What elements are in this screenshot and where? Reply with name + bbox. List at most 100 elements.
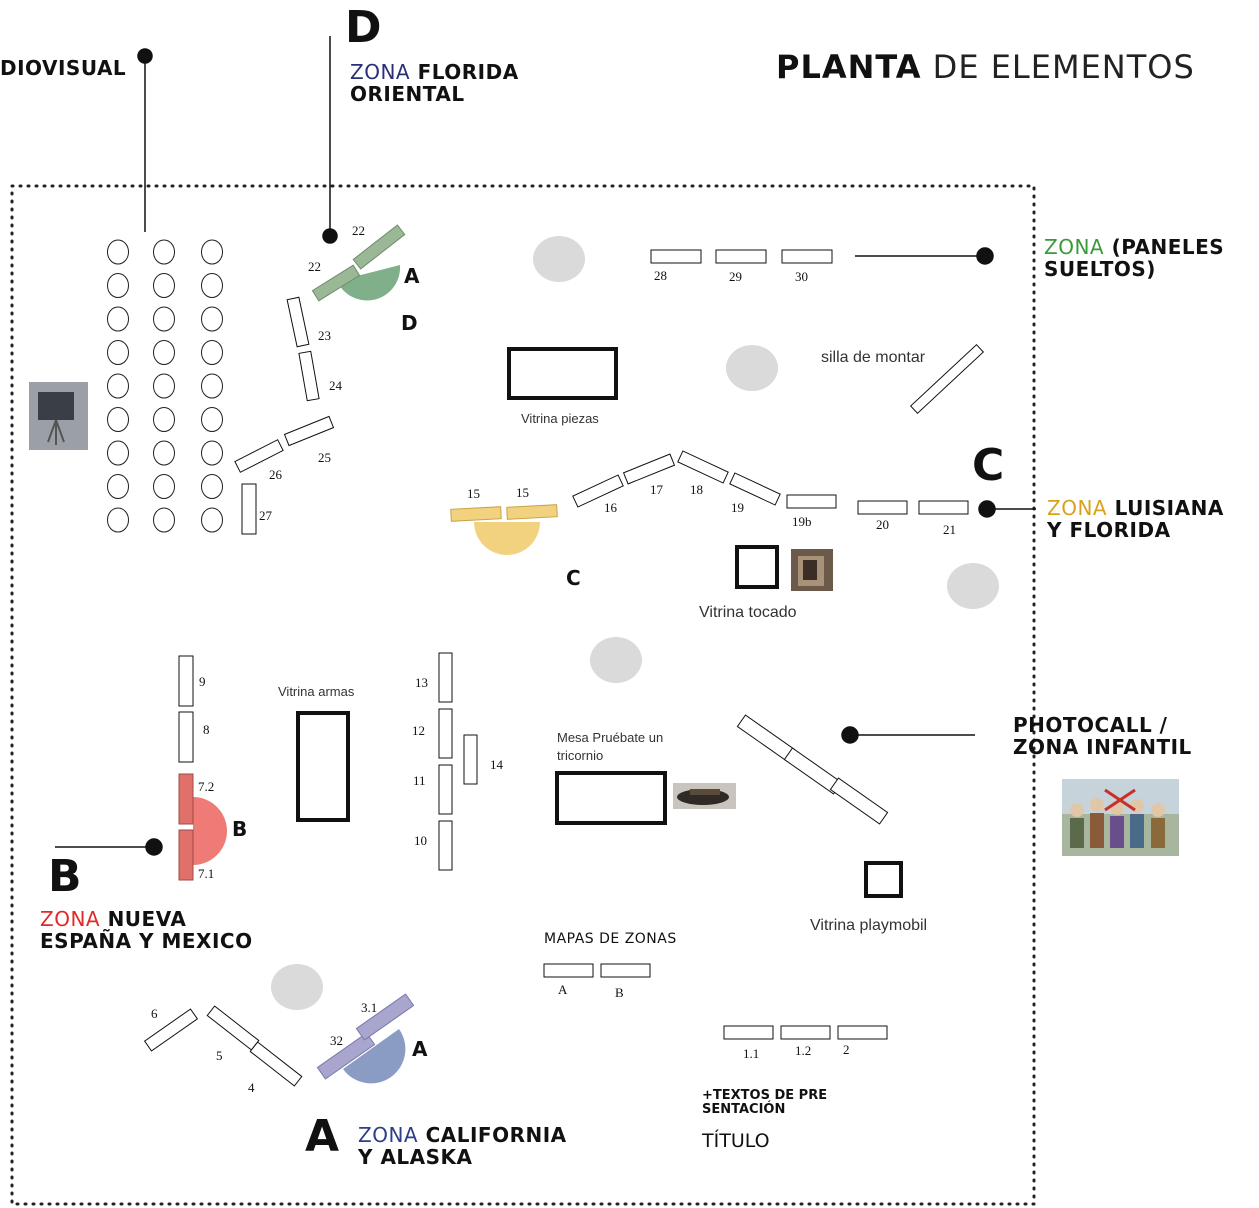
chair: [201, 507, 223, 533]
zone-a-keyword: ZONA: [358, 1123, 419, 1147]
zone-a-panels: [316, 993, 415, 1080]
panel-number: 26: [269, 467, 282, 482]
white-panels: [143, 249, 985, 1087]
zone-b-letter: B: [48, 851, 82, 902]
zone-c-panels: [450, 504, 558, 522]
chair: [107, 440, 129, 466]
panel-number: 8: [203, 722, 210, 737]
photo-tricornio: [673, 783, 736, 809]
vitrina-piezas-label: Vitrina piezas: [521, 411, 599, 426]
panel-number: 17: [650, 482, 663, 497]
chair: [201, 373, 223, 399]
panel-number: 14: [490, 757, 503, 772]
zone-a-line2: Y ALASKA: [358, 1145, 473, 1169]
zone-d-letter: D: [345, 2, 382, 53]
chair: [153, 407, 175, 432]
chair: [153, 373, 175, 399]
zone-c-line2: Y FLORIDA: [1047, 518, 1171, 542]
zone-c-label: ZONA LUISIANA Y FLORIDA: [1047, 497, 1224, 541]
zone-d-line2: ORIENTAL: [350, 82, 465, 106]
mesa-tricornio-label: Mesa Pruébate un tricornio: [557, 729, 663, 765]
zone-c-keyword: ZONA: [1047, 496, 1108, 520]
panel-number: 6: [151, 1006, 158, 1021]
zone-paneles-line1: (PANELES: [1111, 235, 1225, 259]
photo-photocall: [1062, 779, 1179, 856]
zone-b-marker: B: [232, 817, 248, 841]
panel-number: 13: [415, 675, 428, 690]
chair: [153, 306, 175, 332]
zone-a-marker: A: [412, 1037, 428, 1061]
panel-number: 12: [412, 723, 425, 738]
zone-a-marker-top: A: [404, 264, 420, 288]
chair-grid: [107, 239, 223, 533]
panel-number: 23: [318, 328, 331, 343]
panel-number: 16: [604, 500, 617, 515]
panel-number: 25: [318, 450, 331, 465]
photocall-label: PHOTOCALL / ZONA INFANTIL: [1013, 714, 1192, 758]
chair: [107, 340, 129, 365]
zone-a-letter: A: [305, 1111, 340, 1162]
panel-number: 32: [330, 1033, 343, 1048]
page-title: PLANTA DE ELEMENTOS: [776, 48, 1195, 86]
photo-audiovisual: [29, 382, 88, 450]
zone-d-keyword: ZONA: [350, 60, 411, 84]
chair: [107, 273, 129, 298]
chair: [153, 507, 175, 533]
panel-number: 7.2: [198, 779, 215, 794]
panel-number: B: [615, 985, 624, 1000]
silla-label: silla de montar: [821, 349, 926, 366]
mapas-label: MAPAS DE ZONAS: [544, 931, 677, 947]
zone-c-letter: C: [972, 440, 1005, 491]
panel-number: 9: [199, 674, 206, 689]
panel-number: 19: [731, 500, 744, 515]
textos-line1: +TEXTOS DE PRE: [702, 1088, 828, 1103]
panel-number: 2: [843, 1042, 850, 1057]
panel-number: 20: [876, 517, 889, 532]
grey-spots: [271, 236, 999, 1010]
chair: [201, 273, 223, 298]
zone-d-label: ZONA FLORIDA ORIENTAL: [350, 61, 519, 105]
panel-number: 21: [943, 522, 956, 537]
panel-number: 3.1: [361, 1000, 378, 1015]
zone-b-keyword: ZONA: [40, 907, 101, 931]
chair: [153, 440, 175, 466]
vitrina-armas-label: Vitrina armas: [278, 684, 355, 699]
panel-number: 22: [352, 223, 365, 238]
chair: [201, 474, 223, 499]
vitrina-tocado-label: Vitrina tocado: [699, 604, 797, 621]
title-light: DE ELEMENTOS: [932, 48, 1195, 86]
chair: [107, 373, 129, 399]
chair: [201, 306, 223, 332]
zone-a-semicircle: [343, 1029, 406, 1084]
chair: [201, 239, 223, 265]
panel-number: 15: [516, 485, 529, 500]
mesa-line2: tricornio: [557, 748, 604, 763]
audiovisual-label: DIOVISUAL: [0, 56, 127, 80]
panel-number: 7.1: [198, 866, 215, 881]
display-cases: [296, 347, 903, 898]
pointer-lines: [55, 36, 1036, 856]
zone-paneles-keyword: ZONA: [1044, 235, 1105, 259]
chair: [153, 340, 175, 365]
chair: [107, 306, 129, 332]
panel-number: 10: [414, 833, 427, 848]
chair: [201, 340, 223, 365]
panel-number: 27: [259, 508, 272, 523]
chair: [153, 239, 175, 265]
zone-d-line1: FLORIDA: [417, 60, 519, 84]
vitrina-playmobil-label: Vitrina playmobil: [810, 917, 928, 934]
chair: [107, 407, 129, 432]
zone-a-line1: CALIFORNIA: [425, 1123, 567, 1147]
mesa-line1: Mesa Pruébate un: [557, 730, 664, 745]
room-outline: [10, 184, 1036, 1206]
chair: [201, 440, 223, 466]
panel-number: 22: [308, 259, 321, 274]
panel-number: A: [558, 982, 568, 997]
zone-d-panels: [311, 224, 406, 302]
chair: [201, 407, 223, 432]
panel-number: 11: [413, 773, 426, 788]
zone-b-line1: NUEVA: [107, 907, 187, 931]
panel-number: 1.1: [743, 1046, 760, 1061]
zone-b-label: ZONA NUEVA ESPAÑA Y MEXICO: [40, 908, 253, 952]
